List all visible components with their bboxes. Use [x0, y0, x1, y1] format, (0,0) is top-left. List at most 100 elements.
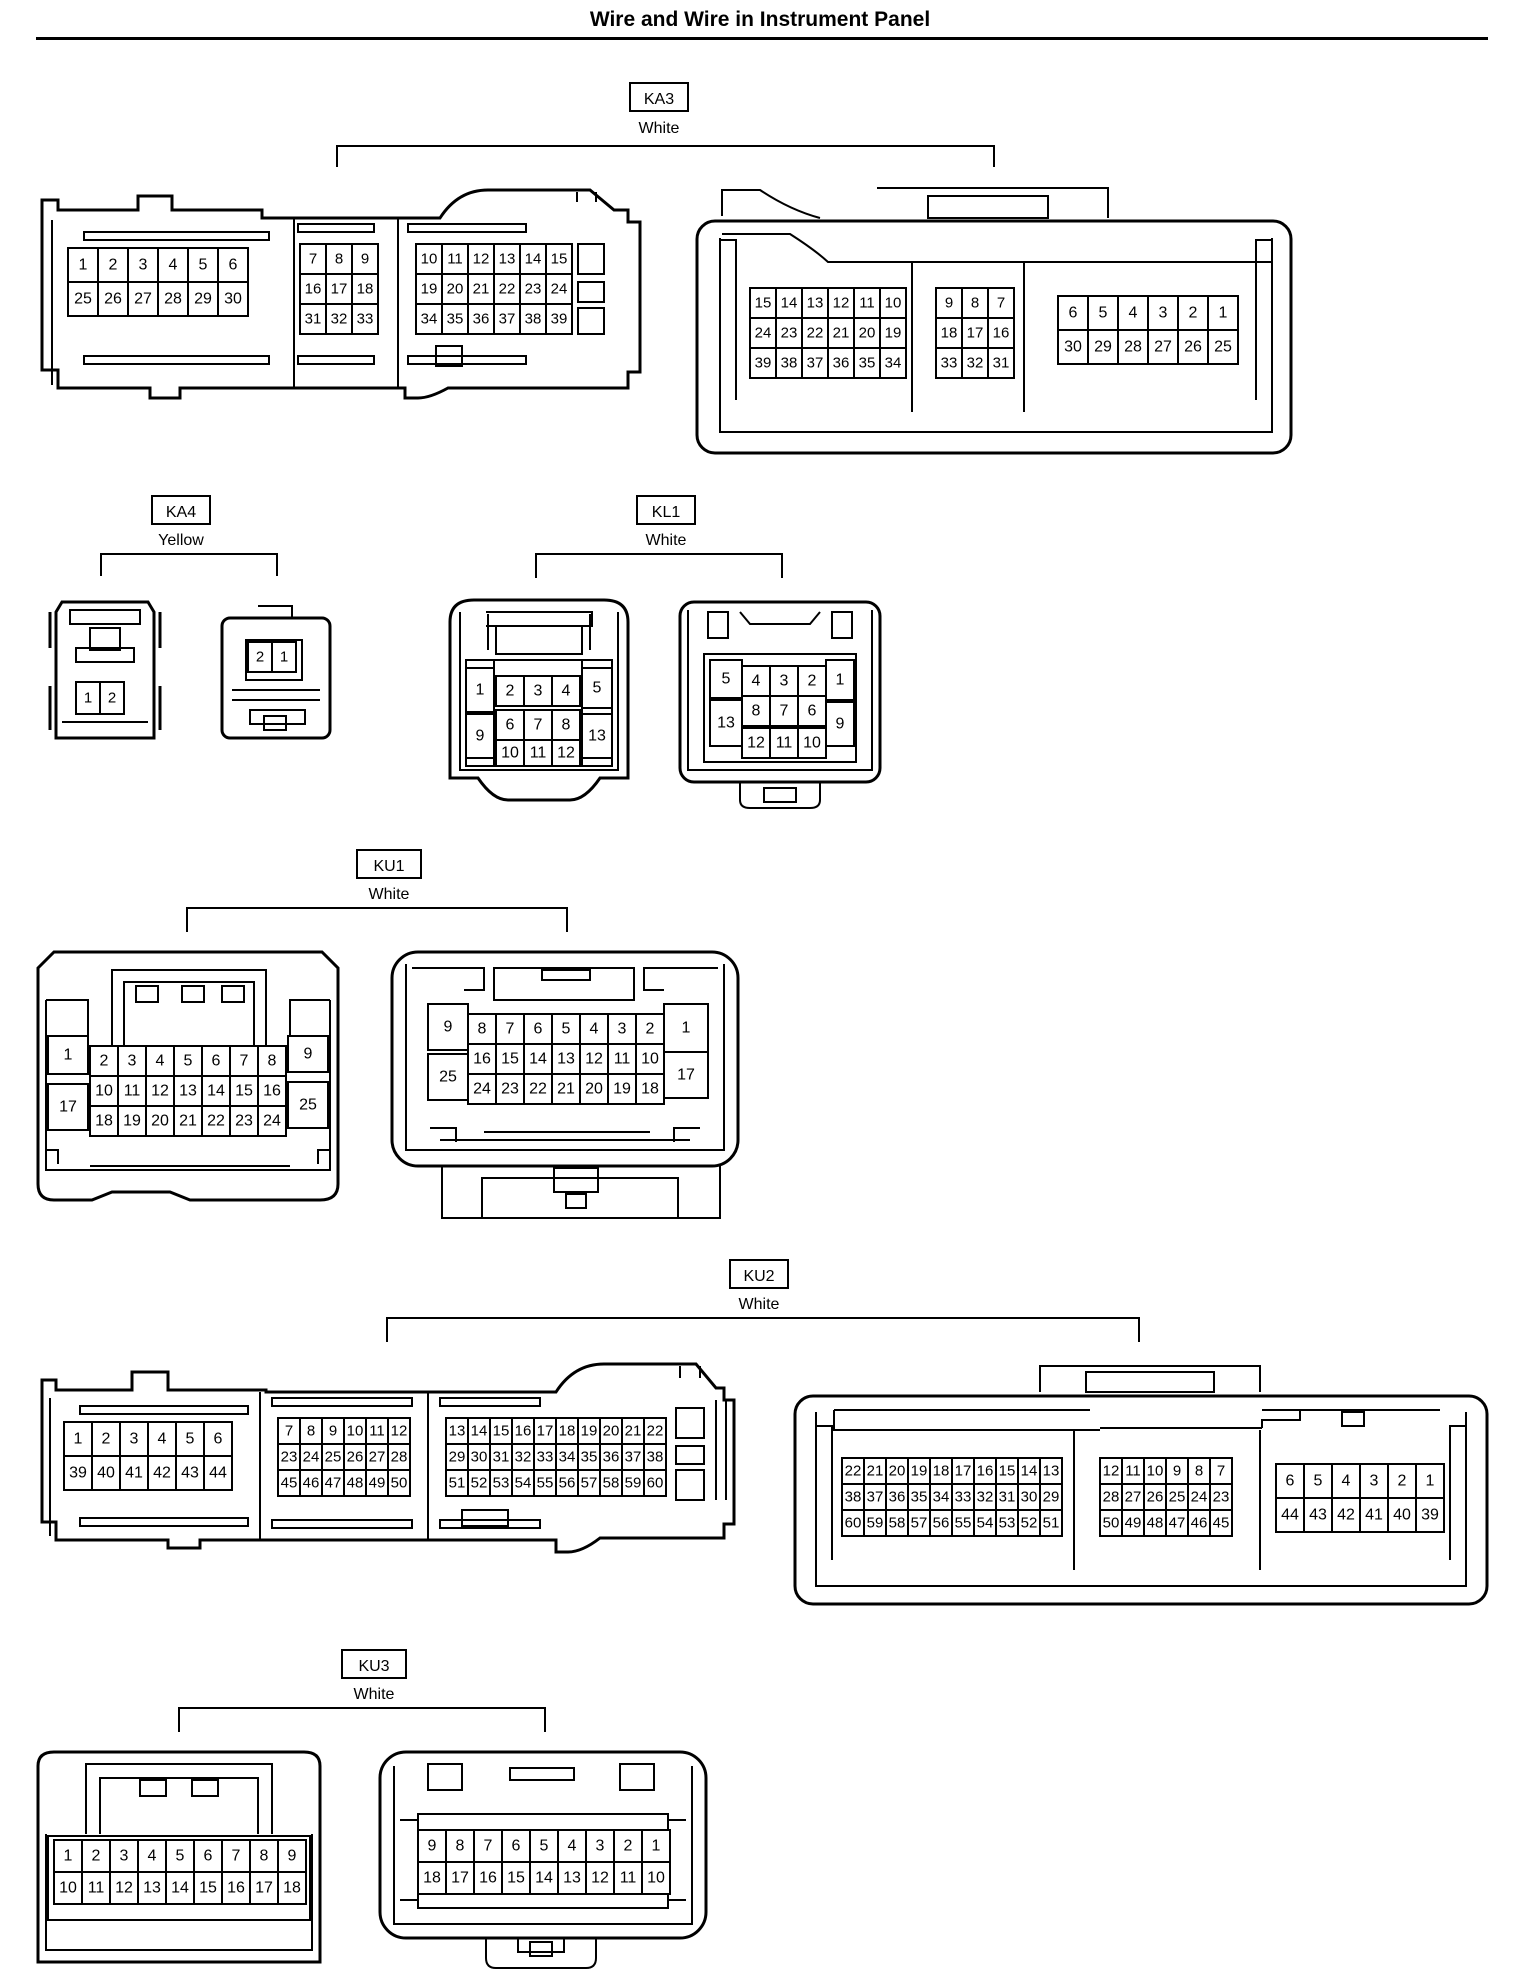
- pin-cell: 38: [519, 303, 547, 335]
- pin-number: 4: [1342, 1473, 1351, 1490]
- pin-number: 30: [471, 1449, 488, 1466]
- pin-cell: 43: [175, 1455, 205, 1491]
- pin-number: 37: [807, 355, 824, 372]
- pin-number: 4: [562, 683, 571, 700]
- pin-number: 17: [255, 1880, 273, 1897]
- pin-cell: 40: [91, 1455, 121, 1491]
- pin-number: 13: [179, 1083, 197, 1100]
- pin-cell: 56: [929, 1509, 953, 1537]
- pin-cell: 52: [467, 1469, 491, 1497]
- pin-cell: 6: [1057, 295, 1089, 331]
- pin-cell-border: [299, 303, 327, 335]
- pin-number: 25: [74, 291, 92, 308]
- pin-number: 6: [214, 1431, 223, 1448]
- pin-cell-border: [249, 1871, 279, 1905]
- pin-number: 12: [591, 1870, 609, 1887]
- pin-number: 7: [506, 1021, 515, 1038]
- pin-cell: 57: [907, 1509, 931, 1537]
- pin-number: 54: [977, 1515, 994, 1532]
- pin-cell-border: [97, 281, 129, 317]
- pin-cell: 6: [495, 709, 525, 741]
- pin-cell-border: [551, 675, 581, 707]
- pin-cell: 15: [193, 1871, 223, 1905]
- pin-cell-border: [1087, 329, 1119, 365]
- pin-number: 30: [1064, 339, 1082, 356]
- pin-cell-border: [427, 1003, 469, 1051]
- pin-number: 2: [100, 1053, 109, 1070]
- connector-color: Yellow: [158, 532, 204, 549]
- pin-cell: 56: [555, 1469, 579, 1497]
- pin-cell: 3: [1147, 295, 1179, 331]
- pin-cell: 17: [249, 1871, 279, 1905]
- pin-number: 37: [867, 1489, 884, 1506]
- pin-number: 38: [845, 1489, 862, 1506]
- pin-cell: 27: [127, 281, 159, 317]
- pin-cell-border: [277, 1839, 307, 1873]
- pin-number: 17: [451, 1870, 469, 1887]
- pin-cell: 15: [995, 1457, 1019, 1485]
- pin-number: 4: [156, 1053, 165, 1070]
- pin-cell: 6: [203, 1421, 233, 1457]
- pin-number: 28: [391, 1449, 408, 1466]
- pin-cell: 18: [89, 1105, 119, 1137]
- pin-cell: 24: [257, 1105, 287, 1137]
- pin-cell: 30: [217, 281, 249, 317]
- pin-number: 7: [534, 717, 543, 734]
- pin-number: 14: [207, 1083, 225, 1100]
- pin-number: 3: [596, 1838, 605, 1855]
- pin-number: 52: [1021, 1515, 1038, 1532]
- group-bracket: [178, 1707, 546, 1732]
- pin-number: 9: [1173, 1463, 1181, 1480]
- pin-cell-border: [635, 1043, 665, 1075]
- pin-number: 26: [347, 1449, 364, 1466]
- pin-cell-border: [585, 1829, 615, 1863]
- pin-cell: 22: [801, 317, 829, 349]
- pin-cell-border: [351, 303, 379, 335]
- pin-cell-border: [935, 347, 963, 379]
- pin-number: 3: [120, 1848, 129, 1865]
- pin-cell: 13: [1039, 1457, 1063, 1485]
- pin-cell: 10: [879, 287, 907, 319]
- pin-cell: 21: [863, 1457, 887, 1485]
- pin-cell: 11: [607, 1043, 637, 1075]
- pin-number: 22: [845, 1463, 862, 1480]
- pin-number: 1: [652, 1838, 661, 1855]
- pin-cell: 35: [441, 303, 469, 335]
- pin-number: 10: [95, 1083, 113, 1100]
- pin-cell-border: [467, 303, 495, 335]
- pin-cell: 8: [961, 287, 989, 319]
- pin-cell: 42: [1331, 1497, 1361, 1533]
- pin-cell: 4: [1331, 1463, 1361, 1499]
- pin-cell: 9: [277, 1839, 307, 1873]
- pin-cell: 36: [885, 1483, 909, 1511]
- pin-cell: 21: [551, 1073, 581, 1105]
- pin-cell-border: [775, 317, 803, 349]
- pin-cell: 33: [935, 347, 963, 379]
- pin-number: 7: [309, 251, 317, 268]
- pin-cell: 11: [365, 1417, 389, 1445]
- connector-kl1: KL1 White 1 2 3 4 5 6 7 8 9 10 11: [448, 495, 882, 809]
- pin-number: 25: [1169, 1489, 1186, 1506]
- pin-cell: 51: [1039, 1509, 1063, 1537]
- pin-number: 1: [280, 649, 288, 666]
- pin-number: 13: [499, 251, 516, 268]
- pin-cell: 6: [201, 1045, 231, 1077]
- pin-cell-border: [551, 739, 581, 767]
- pin-number: 4: [752, 673, 761, 690]
- pin-cell-border: [825, 659, 855, 701]
- pin-cell: 30: [1017, 1483, 1041, 1511]
- pin-number: 33: [941, 355, 958, 372]
- pin-cell: 24: [1187, 1483, 1211, 1511]
- pin-number: 13: [557, 1051, 575, 1068]
- pin-number: 19: [885, 325, 902, 342]
- pin-cell: 54: [973, 1509, 997, 1537]
- pin-number: 46: [1191, 1515, 1208, 1532]
- pin-number: 3: [618, 1021, 627, 1038]
- pin-number: 16: [473, 1051, 491, 1068]
- pin-cell-border: [147, 1455, 177, 1491]
- pin-cell: 24: [545, 273, 573, 305]
- pin-cell: 17: [325, 273, 353, 305]
